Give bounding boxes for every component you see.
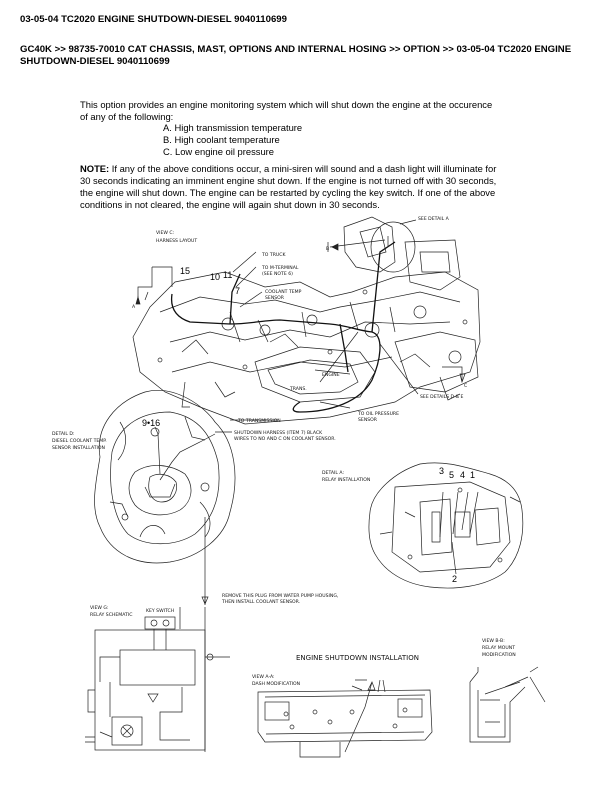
list-item: A. High transmission temperature	[163, 122, 303, 133]
oil-sensor-label: SENSOR	[358, 417, 378, 423]
detail-a-subtitle: RELAY INSTALLATION	[322, 477, 370, 483]
callout-3: 3	[439, 466, 444, 476]
callout-5: 5	[449, 470, 454, 480]
engine-shutdown-diagram: VIEW C: HARNESS LAYOUT SEE DETAIL A TO T…	[52, 216, 546, 758]
harness-note-line1: SHUTDOWN HARNESS (ITEM 7) BLACK	[234, 430, 323, 436]
view-bb-title: VIEW B-B:	[482, 638, 505, 644]
installation-title: ENGINE SHUTDOWN INSTALLATION	[296, 654, 419, 662]
letter-a-label: A	[132, 304, 136, 310]
callout-11: 11	[223, 270, 232, 280]
relay-schematic	[85, 597, 230, 752]
see-details-d-e-label: SEE DETAILS D & E	[420, 394, 464, 400]
view-bb-line2: RELAY MOUNT	[482, 645, 515, 651]
note-text: If any of the above conditions occur, a …	[80, 163, 497, 210]
view-g-subtitle: RELAY SCHEMATIC	[90, 612, 132, 618]
to-transmission-label: TO TRANSMISSION	[237, 418, 281, 424]
view-g-title: VIEW G:	[90, 605, 109, 611]
engine-label: ENGINE	[322, 372, 340, 378]
chassis-drawing	[132, 216, 481, 425]
document-header: 03-05-04 TC2020 ENGINE SHUTDOWN-DIESEL 9…	[20, 14, 287, 25]
letter-b-label: B	[326, 246, 329, 252]
to-truck-label: TO TRUCK	[261, 252, 286, 258]
intro-paragraph: This option provides an engine monitorin…	[80, 99, 493, 122]
detail-d-line3: SENSOR INSTALLATION	[52, 445, 105, 451]
detail-d-line2: DIESEL COOLANT TEMP.	[52, 438, 107, 444]
letter-c-label: C	[464, 383, 467, 389]
list-item: C. Low engine oil pressure	[163, 146, 274, 157]
remove-plug-line1: REMOVE THIS PLUG FROM WATER PUMP HOUSING…	[222, 593, 339, 599]
see-note-label: (SEE NOTE 6)	[262, 271, 293, 277]
sensor-label: SENSOR	[265, 295, 285, 301]
view-bb-line3: MODIFICATION	[482, 652, 516, 658]
callout-15: 15	[180, 266, 190, 276]
to-oil-pressure-label: TO OIL PRESSURE	[357, 411, 399, 417]
callout-4: 4	[460, 470, 465, 480]
dash-modification	[257, 679, 433, 758]
callout-2: 2	[452, 574, 457, 584]
callout-1: 1	[470, 470, 475, 480]
relay-mount-modification	[469, 666, 546, 743]
trans-label: TRANS.	[289, 386, 307, 392]
callout-10: 10	[210, 272, 220, 282]
callout-9-16: 9•16	[142, 418, 160, 428]
note-label: NOTE:	[80, 163, 110, 174]
detail-a-title: DETAIL A:	[322, 470, 344, 476]
remove-plug-line2: THEN INSTALL COOLANT SENSOR.	[221, 599, 300, 605]
see-detail-a-label: SEE DETAIL A	[418, 216, 450, 222]
coolant-temp-label: COOLANT TEMP	[265, 289, 302, 295]
key-switch-label: KEY SWITCH	[146, 608, 174, 614]
view-aa-subtitle: DASH MODIFICATION	[252, 681, 300, 687]
detail-d-drawing	[94, 390, 236, 564]
detail-a-drawing	[368, 462, 524, 589]
note-paragraph: NOTE: If any of the above conditions occ…	[80, 163, 500, 211]
harness-wire	[170, 241, 396, 413]
view-c-title: VIEW C:	[156, 230, 175, 236]
harness-note-line2: WIRES TO NO AND C ON COOLANT SENSOR.	[234, 436, 336, 442]
to-m-terminal-label: TO M-TERMINAL	[261, 265, 299, 271]
callout-7: 7	[235, 286, 240, 296]
view-aa-title: VIEW A-A:	[252, 674, 275, 680]
view-c-subtitle: HARNESS LAYOUT	[156, 238, 197, 244]
breadcrumb: GC40K >> 98735-70010 CAT CHASSIS, MAST, …	[20, 44, 572, 67]
list-item: B. High coolant temperature	[163, 134, 280, 145]
conditions-list: A. High transmission temperature B. High…	[163, 122, 302, 158]
detail-d-title: DETAIL D:	[52, 431, 75, 437]
